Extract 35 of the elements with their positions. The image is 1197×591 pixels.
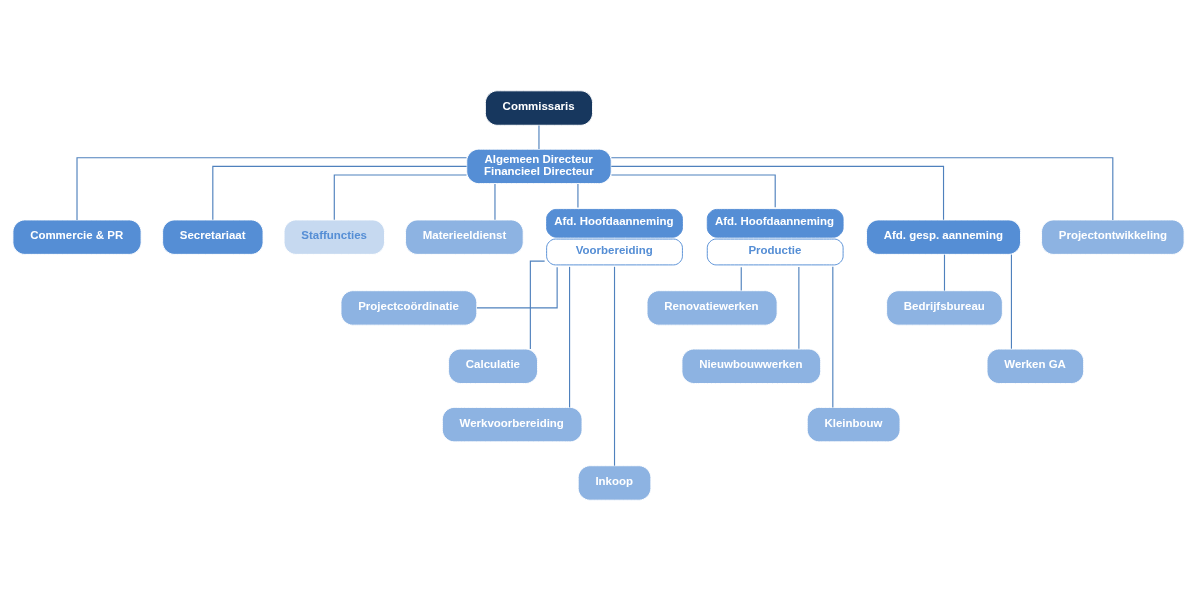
node-box: Commissaris [484,90,593,126]
connector [529,260,546,350]
node-box: Commercie & PR [12,219,142,255]
connector [610,165,945,221]
connector [1010,254,1012,350]
node-box: Werkvoorbereiding [441,406,583,443]
node-box: Materieeldienst [405,219,524,255]
connector [494,183,496,221]
connector [333,174,468,221]
node-box: Nieuwbouwwerken [681,348,822,384]
connector [577,183,579,209]
node-box: Staffuncties [283,219,385,255]
node-box: Calculatie [448,348,538,384]
connector [798,266,800,350]
connector [476,266,558,309]
connector [943,254,946,292]
node-box: Renovatiewerken [646,290,778,326]
node-box: Inkoop [577,465,652,501]
node-box: Werken GA [986,348,1085,384]
connector [613,266,616,467]
connector [76,157,468,221]
connector [610,174,776,208]
connector [610,157,1114,221]
connector [740,266,742,292]
connector [212,165,468,221]
connector [538,124,540,150]
node-box: Secretariaat [162,219,264,255]
node-box: Algemeen Directeur Financieel Directeur [466,148,612,185]
node-box: Projectontwikkeling [1041,219,1185,255]
node-box: Bedrijfsbureau [886,290,1003,326]
node-box: Kleinbouw [806,406,901,443]
node-box: Projectcoördinatie [340,290,478,326]
node-box: Afd. gesp. aanneming [866,219,1021,255]
connector [569,266,571,408]
connector [832,266,834,408]
